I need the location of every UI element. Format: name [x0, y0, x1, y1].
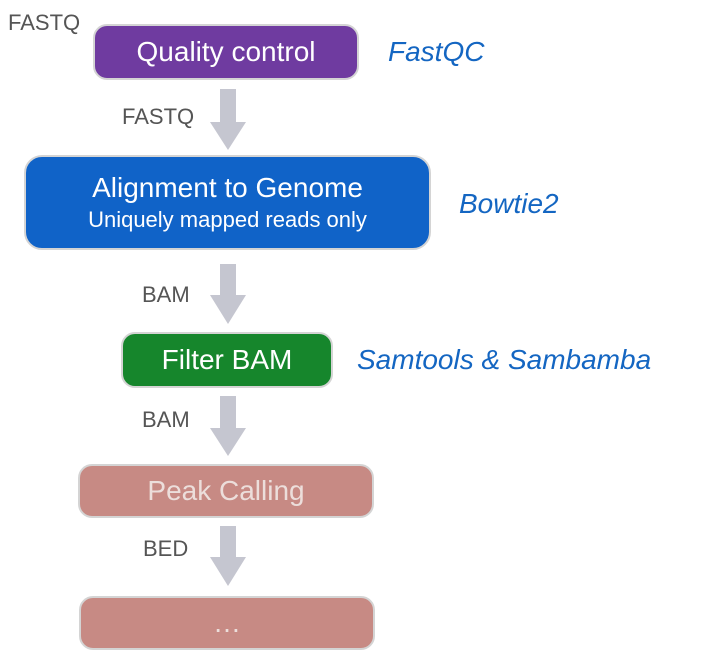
step-label: … [213, 607, 241, 638]
edge-label-bam-1: BAM [142, 282, 190, 307]
step-label: Quality control [136, 36, 316, 67]
step-peak-calling: Peak Calling [78, 464, 374, 518]
tool-label-samtools: Samtools & Sambamba [357, 344, 652, 375]
step-label: Peak Calling [147, 475, 305, 506]
step-sublabel: Uniquely mapped reads only [88, 206, 367, 232]
arrow-down-icon [210, 89, 246, 150]
arrow-down-icon [210, 264, 246, 324]
tool-label-fastqc: FastQC [388, 36, 485, 67]
step-label: Filter BAM [161, 344, 293, 375]
edge-label-bam-2: BAM [142, 407, 190, 432]
arrow-down-icon [210, 526, 246, 586]
step-alignment: Alignment to Genome Uniquely mapped read… [24, 155, 431, 250]
arrow-down-icon [210, 396, 246, 456]
step-ellipsis: … [79, 596, 375, 650]
edge-label-bed: BED [143, 536, 189, 561]
step-filter-bam: Filter BAM [121, 332, 333, 388]
input-format-label: FASTQ [8, 10, 81, 35]
step-label: Alignment to Genome [92, 171, 363, 203]
step-quality-control: Quality control [93, 24, 359, 80]
edge-label-fastq: FASTQ [122, 104, 195, 129]
tool-label-bowtie2: Bowtie2 [459, 188, 559, 219]
